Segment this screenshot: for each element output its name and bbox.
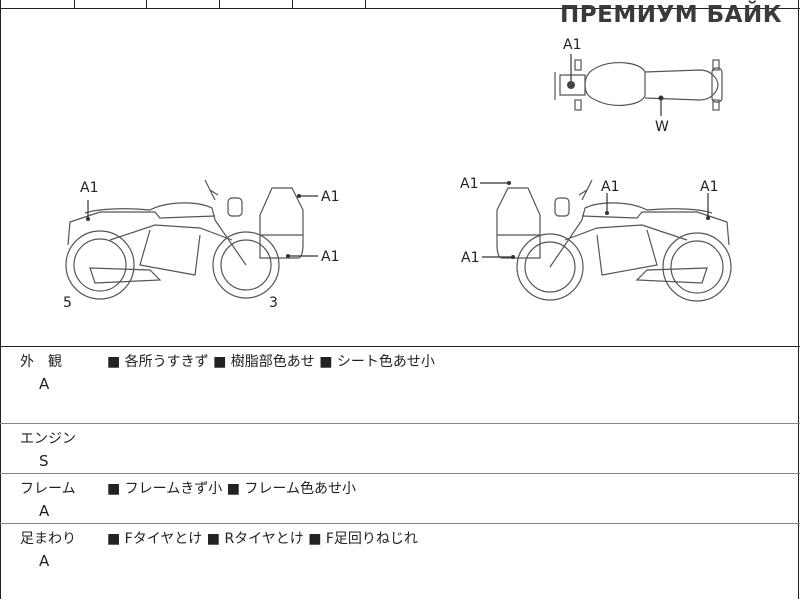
section-grade: A xyxy=(39,502,50,520)
left-case-bottom-mark: A1 xyxy=(321,249,339,265)
section-label: エンジン xyxy=(20,431,76,447)
left-front-wheel-number: 3 xyxy=(269,295,278,311)
section-notes: ■ フレームきず小 ■ フレーム色あせ小 xyxy=(107,481,356,497)
section-grade: A xyxy=(39,375,50,393)
column-divider xyxy=(219,0,220,8)
section-label: 足まわり xyxy=(20,531,76,547)
brand-watermark: ПРЕМИУМ БАЙК xyxy=(560,2,782,28)
right-tank-mark: A1 xyxy=(601,179,619,195)
section-suspension: 足まわり A ■ Fタイヤとけ ■ Rタイヤとけ ■ F足回りねじれ xyxy=(0,524,800,600)
right-rear-mark: A1 xyxy=(700,179,718,195)
section-label: 外 観 xyxy=(20,354,62,370)
section-grade: S xyxy=(39,452,49,470)
section-notes: ■ Fタイヤとけ ■ Rタイヤとけ ■ F足回りねじれ xyxy=(107,531,418,547)
top-front-mark: A1 xyxy=(563,37,581,53)
right-case-top-mark: A1 xyxy=(460,176,478,192)
left-case-top-mark: A1 xyxy=(321,189,339,205)
top-table-strip xyxy=(0,0,800,9)
top-rear-mark: W xyxy=(655,119,669,135)
column-divider xyxy=(292,0,293,8)
row-divider xyxy=(0,473,800,474)
column-divider xyxy=(365,0,366,8)
row-divider xyxy=(0,523,800,524)
section-notes: ■ 各所うすきず ■ 樹脂部色あせ ■ シート色あせ小 xyxy=(107,354,435,370)
column-divider xyxy=(146,0,147,8)
row-divider xyxy=(0,423,800,424)
section-exterior: 外 観 A ■ 各所うすきず ■ 樹脂部色あせ ■ シート色あせ小 xyxy=(0,347,800,424)
column-divider xyxy=(74,0,75,8)
top-view-motorcycle xyxy=(554,54,723,116)
section-engine: エンジン S xyxy=(0,424,800,474)
motorcycle-diagram-svg: A1 W A1 A1 A1 5 3 xyxy=(63,37,732,311)
damage-diagram: A1 W A1 A1 A1 5 3 xyxy=(0,9,800,345)
section-grade: A xyxy=(39,552,50,570)
diagram-divider xyxy=(0,346,800,347)
left-rear-wheel-number: 5 xyxy=(63,295,72,311)
section-frame: フレーム A ■ フレームきず小 ■ フレーム色あせ小 xyxy=(0,474,800,524)
left-side-motorcycle xyxy=(65,179,304,300)
right-side-motorcycle xyxy=(496,179,732,302)
section-label: フレーム xyxy=(20,481,76,497)
right-case-bottom-mark: A1 xyxy=(461,250,479,266)
left-rear-mark: A1 xyxy=(80,180,98,196)
